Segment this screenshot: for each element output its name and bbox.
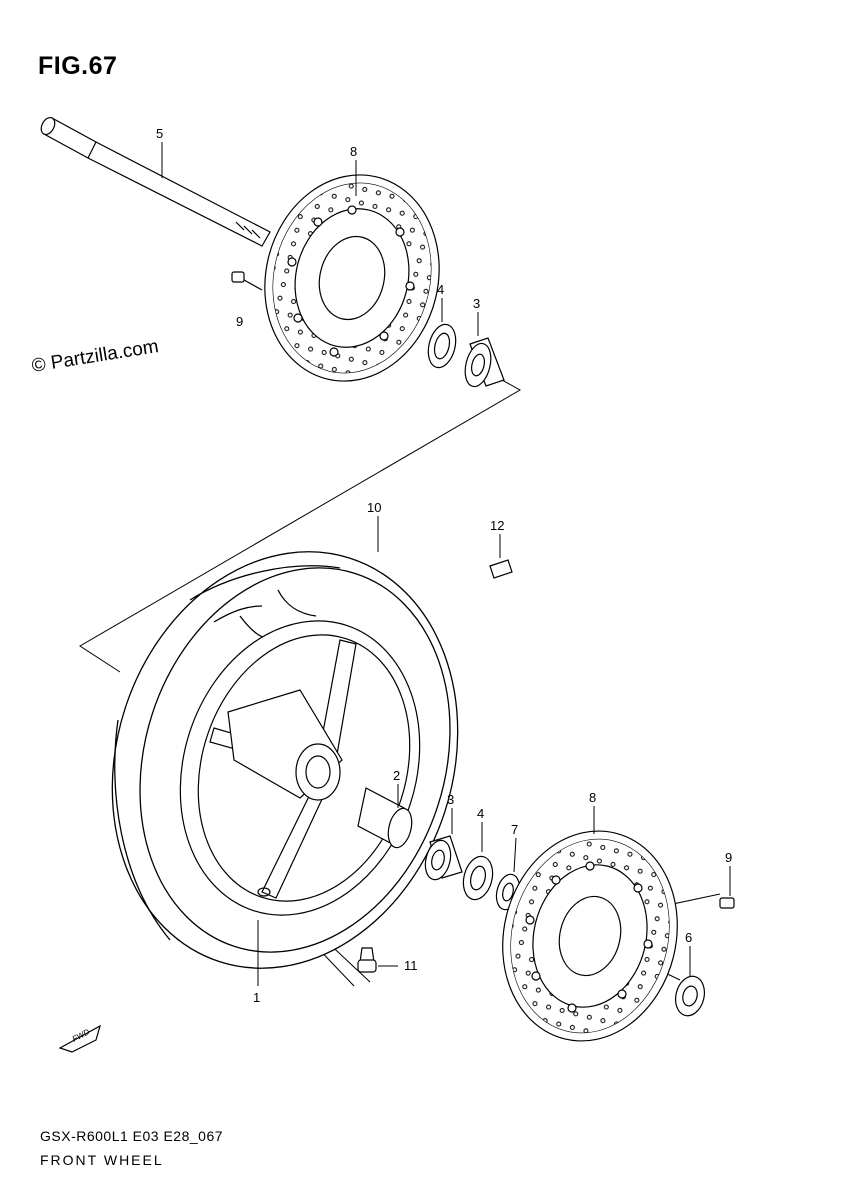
disc-bolt-lower-part-9[interactable] xyxy=(719,897,735,909)
callout-7: 7 xyxy=(511,822,518,837)
callout-12: 12 xyxy=(490,518,504,533)
callout-11: 11 xyxy=(404,958,418,973)
balancer-part-12[interactable] xyxy=(489,559,513,579)
callout-5: 5 xyxy=(156,126,163,141)
callout-9-lower: 9 xyxy=(725,850,732,865)
callout-6: 6 xyxy=(685,930,692,945)
valve-part-11[interactable] xyxy=(357,947,377,973)
callout-9-upper: 9 xyxy=(236,314,243,329)
bearing-upper-part-3[interactable] xyxy=(461,337,505,389)
callout-4-upper: 4 xyxy=(437,282,444,297)
oil-seal-lower-part-4[interactable] xyxy=(459,853,497,902)
figure-caption: FRONT WHEEL xyxy=(40,1152,164,1168)
brake-disc-lower-part-8[interactable] xyxy=(481,812,699,1059)
disc-bolt-upper-part-9[interactable] xyxy=(231,271,263,291)
callout-leaders xyxy=(161,142,731,986)
figure-title: FIG.67 xyxy=(38,52,118,80)
model-code: GSX-R600L1 E03 E28_067 xyxy=(40,1128,224,1144)
brake-disc-upper-part-8[interactable] xyxy=(243,156,460,399)
bearing-lower-part-3[interactable] xyxy=(422,835,463,882)
collar-part-6[interactable] xyxy=(672,973,709,1019)
oil-seal-upper-part-4[interactable] xyxy=(424,322,460,371)
callout-8-lower: 8 xyxy=(589,790,596,805)
fwd-arrow-icon: FWD xyxy=(58,1024,101,1053)
callout-3-upper: 3 xyxy=(473,296,480,311)
callout-1: 1 xyxy=(253,990,260,1005)
callout-8-upper: 8 xyxy=(350,144,357,159)
spacer-part-2[interactable] xyxy=(357,787,416,850)
callout-10: 10 xyxy=(367,500,381,515)
callout-2: 2 xyxy=(393,768,400,783)
wheel-rim-part-1[interactable] xyxy=(143,589,456,946)
callout-3-lower: 3 xyxy=(447,792,454,807)
callout-4-lower: 4 xyxy=(477,806,484,821)
axle-part-5[interactable] xyxy=(38,115,271,247)
